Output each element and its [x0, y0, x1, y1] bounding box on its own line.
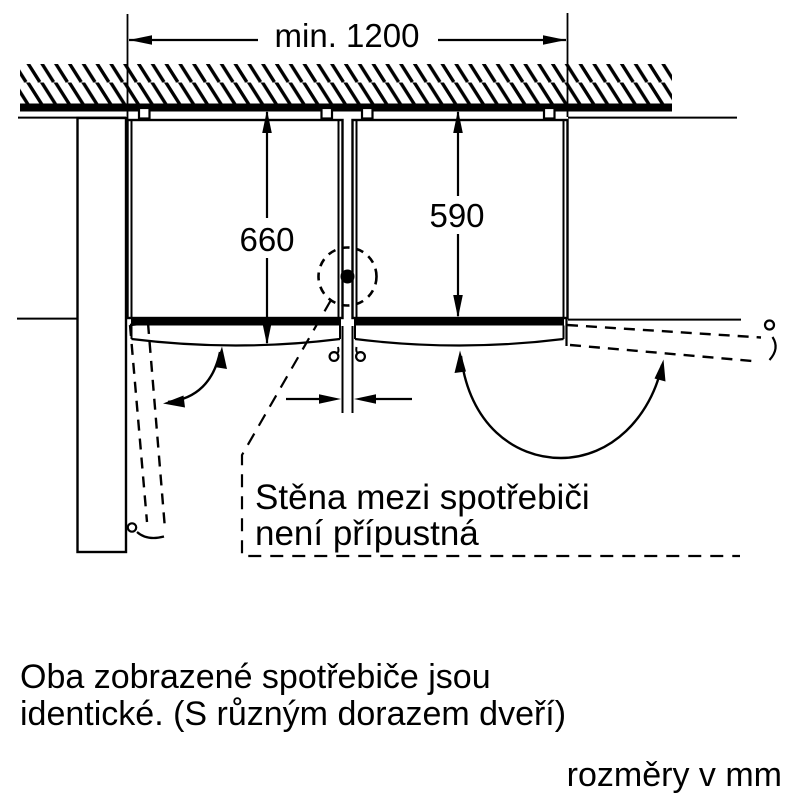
arrowhead-up-icon — [453, 110, 463, 133]
left-door-closed — [131, 318, 341, 326]
left-side-wall — [76, 116, 128, 554]
open-door-handle-bar — [136, 531, 165, 540]
wall-face-line — [20, 103, 672, 112]
spacer-left-appliance-left — [137, 106, 151, 120]
width-extension-lines — [126, 13, 569, 120]
spacer-left-appliance-right — [320, 106, 334, 120]
open-door-handle-bar — [768, 336, 777, 361]
niche-width-label: min. 1200 — [275, 17, 420, 54]
left-door-swing-arc — [163, 346, 227, 408]
left-door-front-curve — [131, 337, 341, 347]
caption-line1: Oba zobrazené spotřebiče jsou — [20, 658, 491, 696]
right-door-closed — [354, 318, 564, 326]
hinge-point-dot — [340, 269, 355, 284]
arc-arrowhead-icon — [163, 395, 185, 408]
arrowhead-up-icon — [262, 110, 272, 133]
caption-line2: identické. (S různým dorazem dveří) — [20, 695, 566, 733]
arrowhead-left-icon — [354, 394, 376, 404]
arrowhead-left-icon — [129, 35, 152, 45]
arrowhead-down-icon — [262, 322, 272, 345]
arc-arrowhead-icon — [454, 350, 466, 373]
left-appliance-body — [126, 118, 344, 363]
wall-hatching — [20, 64, 672, 104]
no-wall-zone-circle — [317, 246, 378, 307]
arrowhead-right-icon — [543, 35, 566, 45]
spacer-right-appliance-right — [542, 106, 556, 120]
note-leader-line — [240, 299, 740, 558]
arc-arrowhead-icon — [654, 359, 666, 382]
gap-extension-lines — [341, 326, 354, 413]
right-door-open — [566, 319, 777, 363]
spacer-right-appliance-left — [360, 106, 374, 120]
depth-590-label: 590 — [429, 197, 484, 234]
left-door-open — [126, 321, 167, 540]
right-door-swing-arc — [454, 350, 666, 460]
arrowhead-right-icon — [319, 394, 341, 404]
right-door-front-curve — [354, 337, 564, 347]
right-appliance-body — [351, 118, 569, 363]
note-line2: není přípustná — [255, 514, 479, 553]
arrowhead-down-icon — [453, 295, 463, 318]
depth-660-label: 660 — [239, 221, 294, 258]
right-counter-lines — [568, 116, 741, 321]
left-door-handle-icon — [328, 351, 340, 363]
note-line1: Stěna mezi spotřebiči — [255, 478, 590, 517]
dimension-depth-590: 590 — [429, 110, 485, 318]
gap-dimension — [286, 394, 412, 404]
units-label: rozměry v mm — [567, 756, 782, 794]
wall-spacers — [137, 106, 556, 120]
right-door-handle-icon — [355, 351, 367, 363]
dimension-niche-width: min. 1200 — [129, 17, 566, 54]
dimension-depth-660: 660 — [239, 110, 295, 345]
open-door-handle-icon — [126, 522, 138, 533]
arc-arrowhead-icon — [214, 346, 227, 369]
open-door-handle-icon — [763, 319, 776, 331]
